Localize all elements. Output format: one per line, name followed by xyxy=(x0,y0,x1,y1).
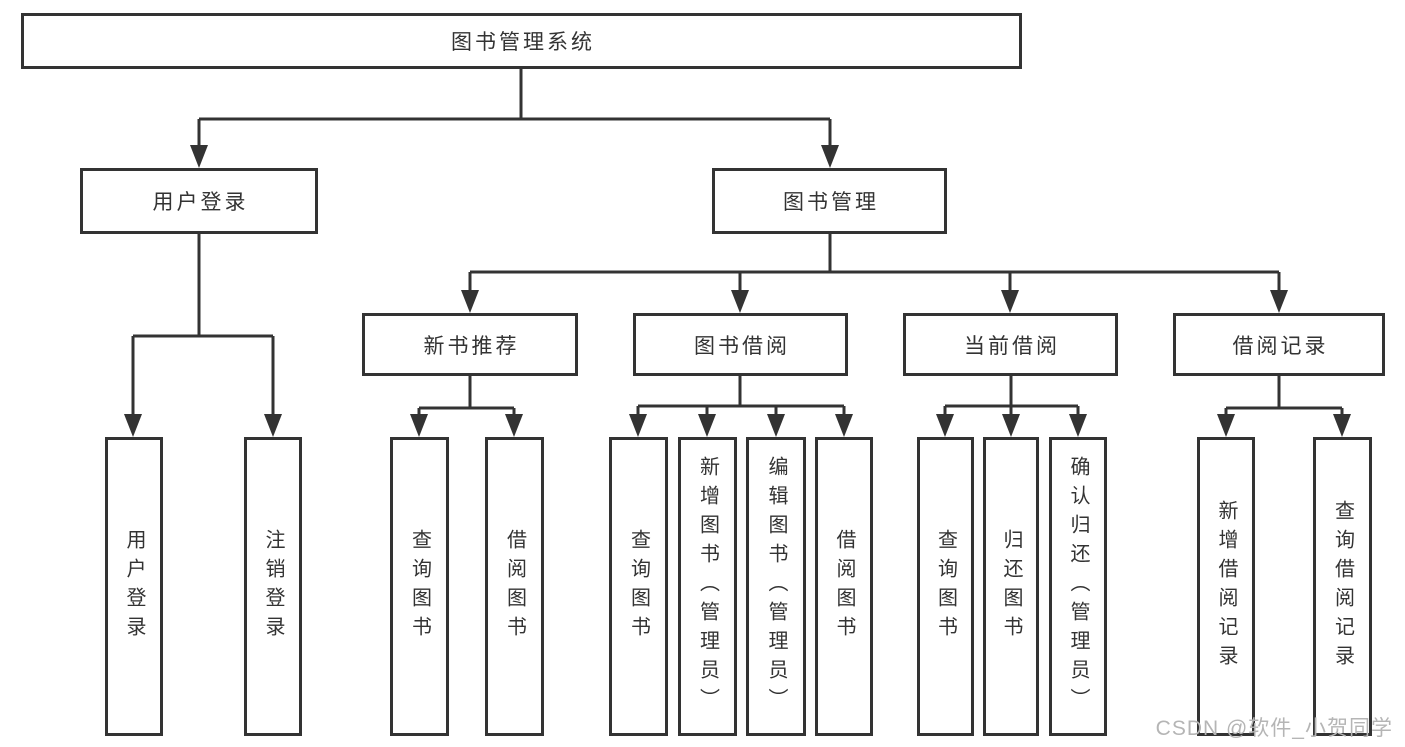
node-current-borrowing: 当前借阅 xyxy=(903,313,1118,376)
node-book-borrowing: 图书借阅 xyxy=(633,313,848,376)
leaf-borrow-books-recommend: 借阅图书 xyxy=(485,437,544,736)
leaf-edit-books-admin: 编辑图书（管理员） xyxy=(746,437,806,736)
node-label: 图书管理系统 xyxy=(451,31,595,54)
node-label: 当前借阅 xyxy=(964,334,1060,358)
leaf-query-books-borrowing: 查询图书 xyxy=(609,437,668,736)
node-user-login-group: 用户登录 xyxy=(80,168,318,234)
leaf-query-books-recommend: 查询图书 xyxy=(390,437,449,736)
node-label: 图书管理 xyxy=(783,191,879,214)
node-label: 查询借阅记录 xyxy=(1331,499,1354,674)
node-label: 归还图书 xyxy=(1000,528,1022,645)
leaf-user-login: 用户登录 xyxy=(105,437,163,736)
node-label: 查询图书 xyxy=(627,528,650,645)
node-label: 编辑图书（管理员） xyxy=(765,456,787,717)
node-label: 新增图书（管理员） xyxy=(696,456,719,717)
node-new-book-recommend: 新书推荐 xyxy=(362,313,578,376)
node-label: 确认归还（管理员） xyxy=(1067,456,1089,717)
node-label: 用户登录 xyxy=(152,191,249,214)
csdn-watermark: CSDN @软件_小贺同学 xyxy=(1155,717,1393,740)
leaf-add-borrow-record: 新增借阅记录 xyxy=(1197,437,1255,736)
node-borrowing-records: 借阅记录 xyxy=(1173,313,1385,376)
leaf-add-books-admin: 新增图书（管理员） xyxy=(678,437,737,736)
leaf-logout: 注销登录 xyxy=(244,437,302,736)
leaf-borrow-books: 借阅图书 xyxy=(815,437,873,736)
node-label: 借阅图书 xyxy=(833,528,855,645)
node-label: 注销登录 xyxy=(262,528,284,645)
node-label: 新增借阅记录 xyxy=(1215,499,1237,674)
node-root-system: 图书管理系统 xyxy=(21,13,1022,69)
node-label: 用户登录 xyxy=(123,528,145,645)
node-book-management: 图书管理 xyxy=(712,168,947,234)
leaf-query-books-current: 查询图书 xyxy=(917,437,974,736)
node-label: 借阅记录 xyxy=(1232,334,1329,358)
leaf-confirm-return-admin: 确认归还（管理员） xyxy=(1049,437,1107,736)
node-label: 查询图书 xyxy=(934,528,957,645)
node-label: 借阅图书 xyxy=(503,528,526,645)
connector-stems xyxy=(131,69,1344,433)
node-label: 查询图书 xyxy=(408,528,431,645)
leaf-return-books: 归还图书 xyxy=(983,437,1039,736)
node-label: 图书借阅 xyxy=(694,334,790,358)
leaf-query-borrow-record: 查询借阅记录 xyxy=(1313,437,1372,736)
node-label: 新书推荐 xyxy=(423,334,520,358)
